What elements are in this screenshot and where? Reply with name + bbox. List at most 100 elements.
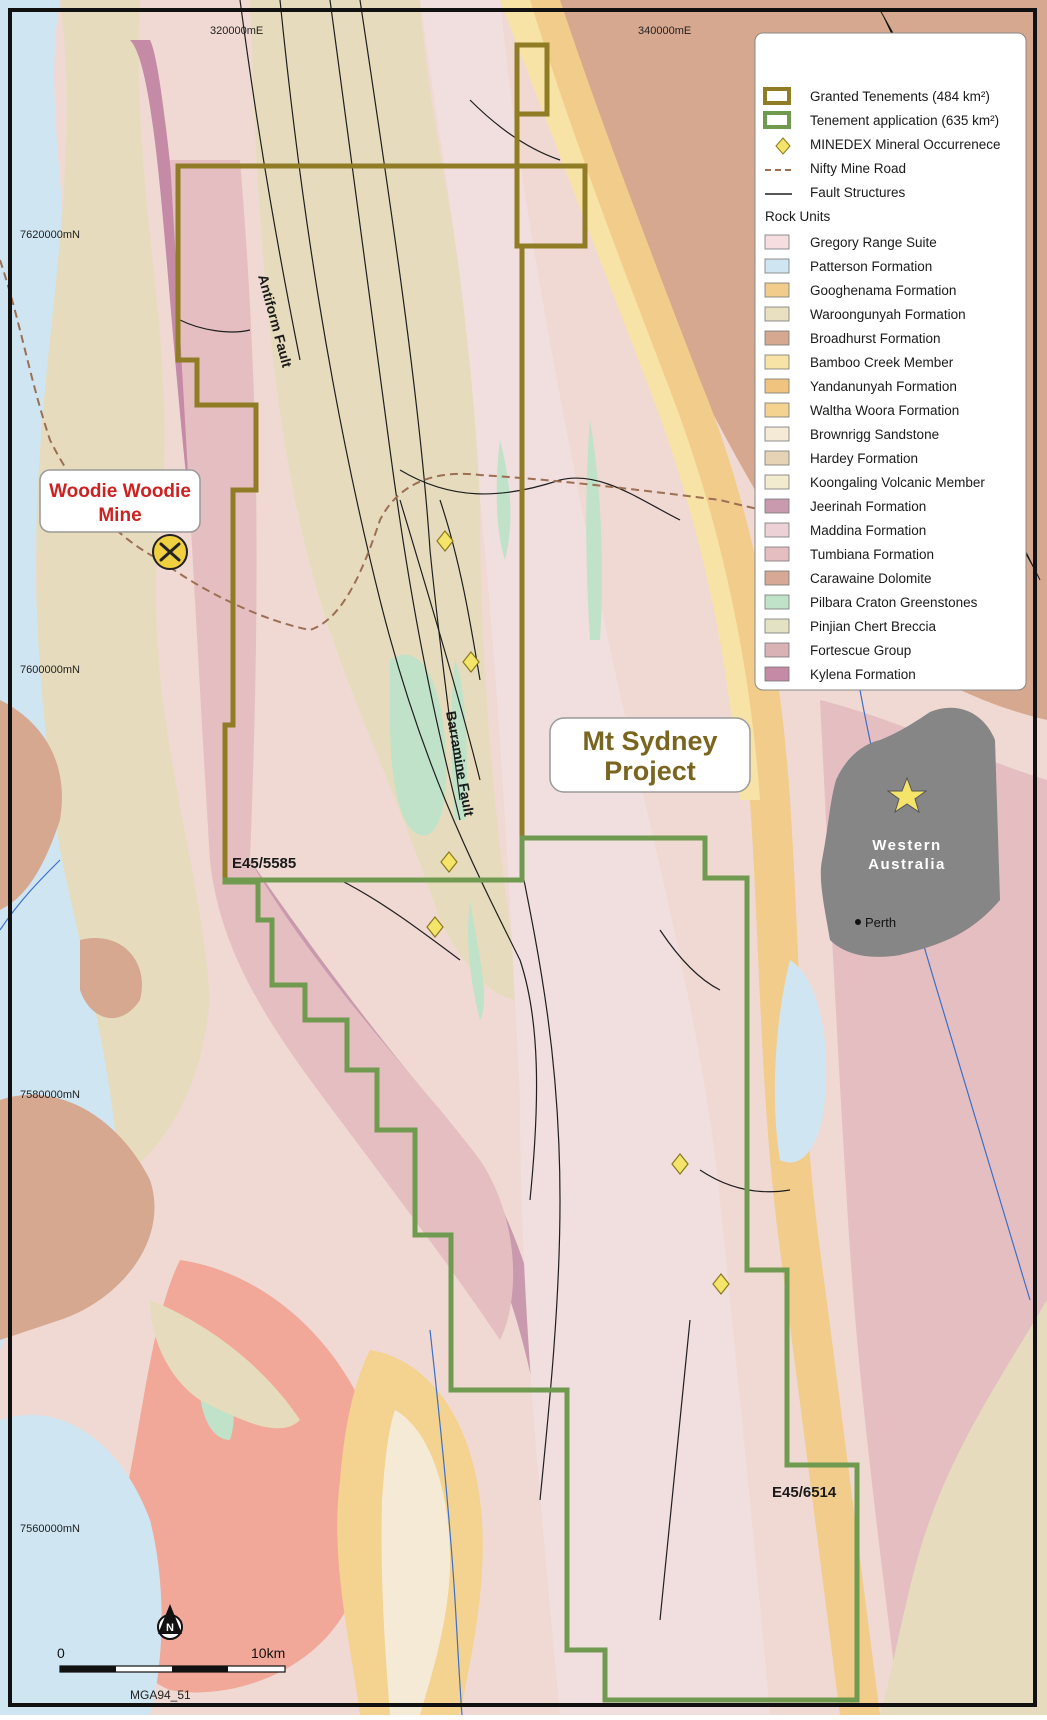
mine-callout: Woodie Woodie Mine <box>39 469 201 570</box>
application-tenement-e45-6514 <box>222 835 860 1703</box>
north-arrow-label: N <box>166 1622 174 1634</box>
legend-rock-unit-swatch <box>764 642 790 658</box>
tenement-label-e45-5585: E45/5585 <box>232 855 296 872</box>
legend-rock-unit-swatch <box>764 498 790 514</box>
location-inset: Western Australia Perth <box>820 707 1000 957</box>
legend-rock-unit-label: Yandanunyah Formation <box>810 379 957 394</box>
unit-maddina-central <box>420 0 770 1715</box>
legend-rock-unit-label: Maddina Formation <box>810 523 926 538</box>
legend-rock-unit-label: Brownrigg Sandstone <box>810 427 939 442</box>
legend-rock-unit-label: Kylena Formation <box>810 667 916 682</box>
projection-label: MGA94_51 <box>130 1688 191 1702</box>
western-australia-shape <box>820 707 1000 957</box>
legend-rock-unit-swatch <box>764 594 790 610</box>
legend-rock-unit-swatch <box>764 522 790 538</box>
legend-rock-unit-swatch <box>764 354 790 370</box>
legend-rock-unit-label: Jeerinah Formation <box>810 499 926 514</box>
scale-bar-start-label: 0 <box>57 1645 65 1661</box>
minedex-marker-6 <box>712 1273 730 1295</box>
grid-label-7560000mn: 7560000mN <box>20 1523 80 1535</box>
legend-rock-unit-swatch <box>764 426 790 442</box>
legend-rock-unit-label: Broadhurst Formation <box>810 331 941 346</box>
legend-rock-unit-label: Hardey Formation <box>810 451 918 466</box>
legend-rock-unit-swatch <box>764 474 790 490</box>
legend-rock-unit-swatch <box>764 618 790 634</box>
unit-waroongunyah-south <box>150 1300 300 1429</box>
minedex-marker-3 <box>440 851 458 873</box>
legend-rock-unit-label: Tumbiana Formation <box>810 547 934 562</box>
scale-bar: 0 10km MGA94_51 <box>57 1645 286 1702</box>
legend: Granted Tenements (484 km²) Tenement app… <box>754 32 1027 691</box>
project-callout-line2: Project <box>604 756 696 786</box>
legend-rock-unit-label: Fortescue Group <box>810 643 911 658</box>
legend-box <box>754 32 1027 691</box>
legend-fault: Fault Structures <box>810 185 906 200</box>
inset-city-label: Perth <box>865 915 896 930</box>
legend-rock-unit-swatch <box>764 234 790 250</box>
unit-broadhurst-west-1 <box>0 700 62 910</box>
unit-patterson-south <box>0 1414 162 1715</box>
unit-greenstone-4 <box>496 440 511 560</box>
unit-tumbiana-central <box>170 160 514 1340</box>
tenement-label-e45-6514: E45/6514 <box>772 1484 837 1501</box>
legend-granted-swatch <box>763 87 791 105</box>
inset-region-line1: Western <box>872 837 941 854</box>
unit-brownrigg-south <box>381 1410 450 1715</box>
legend-rock-units-heading: Rock Units <box>765 209 831 224</box>
unit-greenstone-5 <box>468 900 485 1020</box>
mine-callout-line2: Mine <box>98 505 141 526</box>
project-callout-line1: Mt Sydney <box>582 726 717 756</box>
legend-rock-unit-label: Patterson Formation <box>810 259 932 274</box>
legend-rock-unit-swatch <box>764 402 790 418</box>
unit-googhenama-east <box>520 0 880 1715</box>
minedex-markers <box>426 530 730 1295</box>
grid-label-320000me: 320000mE <box>210 25 263 37</box>
project-callout: Mt Sydney Project <box>549 717 751 793</box>
fault-structures <box>179 0 791 1621</box>
grid-label-340000me: 340000mE <box>638 25 691 37</box>
legend-rock-unit-swatch <box>764 378 790 394</box>
unit-greenstone-3 <box>586 420 602 640</box>
drainage-south <box>429 1329 463 1716</box>
inset-region-line2: Australia <box>868 856 946 873</box>
mine-pick-icon <box>152 534 188 570</box>
legend-rock-unit-swatch <box>764 282 790 298</box>
grid-label-7580000mn: 7580000mN <box>20 1089 80 1101</box>
legend-rock-unit-label: Googhenama Formation <box>810 283 956 298</box>
mine-callout-box <box>39 469 201 533</box>
region-star-icon <box>886 776 928 814</box>
unit-broadhurst-west-3 <box>80 938 142 1019</box>
legend-rock-unit-label: Carawaine Dolomite <box>810 571 932 586</box>
drainage-west <box>0 859 61 931</box>
project-callout-box <box>549 717 751 793</box>
legend-rock-unit-label: Koongaling Volcanic Member <box>810 475 985 490</box>
legend-minedex: MINEDEX Mineral Occurrenece <box>810 137 1001 152</box>
legend-application: Tenement application (635 km²) <box>810 113 999 128</box>
north-arrow-icon <box>158 1604 182 1634</box>
perth-dot <box>855 919 861 925</box>
legend-rock-unit-label: Pinjian Chert Breccia <box>810 619 937 634</box>
legend-rock-unit-label: Gregory Range Suite <box>810 235 937 250</box>
minedex-marker-4 <box>426 916 444 938</box>
legend-rock-unit-swatch <box>764 306 790 322</box>
legend-rock-unit-swatch <box>764 570 790 586</box>
minedex-marker-2 <box>462 651 480 673</box>
minedex-marker-1 <box>436 530 454 552</box>
legend-road: Nifty Mine Road <box>810 161 906 176</box>
legend-rock-unit-label: Bamboo Creek Member <box>810 355 954 370</box>
unit-broadhurst-west-2 <box>0 1094 155 1340</box>
grid-label-7620000mn: 7620000mN <box>20 229 80 241</box>
legend-rock-unit-label: Waroongunyah Formation <box>810 307 966 322</box>
legend-minedex-icon <box>775 137 791 155</box>
legend-rock-unit-swatch <box>764 330 790 346</box>
legend-application-swatch <box>763 111 791 129</box>
unit-patterson-east <box>774 960 827 1163</box>
unit-greenstone-2 <box>451 660 467 820</box>
north-arrow: N <box>157 1604 183 1640</box>
legend-rock-unit-swatch <box>764 258 790 274</box>
minedex-marker-5 <box>671 1153 689 1175</box>
legend-rock-unit-swatch <box>764 666 790 682</box>
legend-rock-unit-swatch <box>764 450 790 466</box>
